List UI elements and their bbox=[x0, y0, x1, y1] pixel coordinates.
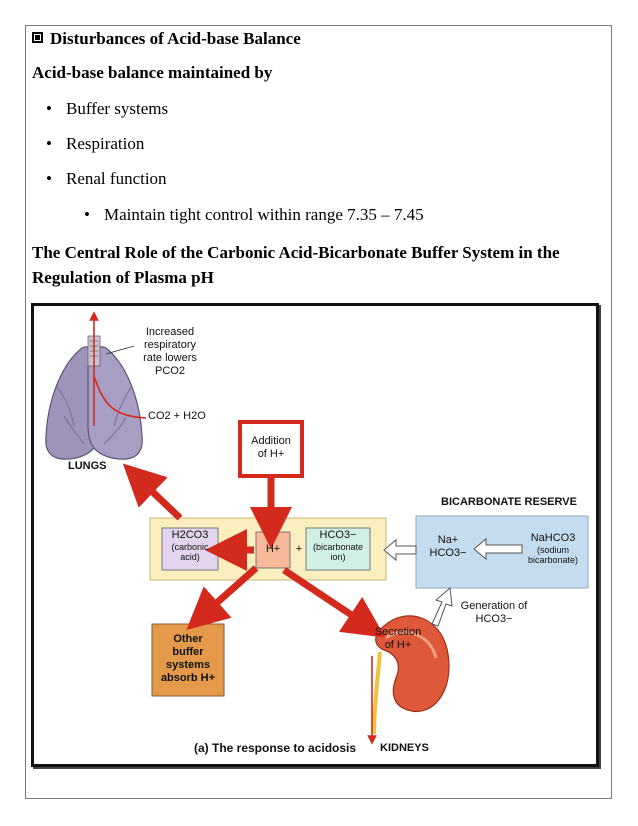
square-bullet-icon bbox=[32, 32, 43, 43]
generation-label: Generation of HCO3− bbox=[460, 600, 528, 625]
section-header: Disturbances of Acid-base Balance bbox=[32, 29, 301, 49]
plus-sign: + bbox=[295, 543, 303, 555]
figure-graphics bbox=[45, 311, 589, 745]
buffer-system-figure: Increased respiratory rate lowers PCO2 C… bbox=[31, 303, 599, 767]
addition-box bbox=[238, 420, 304, 478]
list-item: •Renal function bbox=[46, 169, 167, 188]
kidney-illustration bbox=[367, 615, 450, 745]
page-frame bbox=[25, 25, 612, 799]
co2-h2o-label: CO2 + H2O bbox=[148, 410, 206, 422]
intro-heading: Acid-base balance maintained by bbox=[32, 63, 273, 82]
nahco3-label: NaHCO3 (sodium bicarbonate) bbox=[527, 532, 579, 565]
na-label: Na+ HCO3− bbox=[429, 534, 467, 559]
addition-label: Addition of H+ bbox=[251, 435, 291, 460]
kidneys-label: KIDNEYS bbox=[380, 742, 429, 754]
hplus-label: H+ bbox=[265, 543, 281, 555]
h2co3-label: H2CO3 (carbonic acid) bbox=[171, 529, 209, 562]
secretion-label: Secretion of H+ bbox=[374, 626, 422, 651]
lungs-illustration bbox=[45, 311, 147, 460]
sub-list-item: •Maintain tight control within range 7.3… bbox=[84, 205, 424, 224]
lungs-label: LUNGS bbox=[68, 460, 107, 472]
figure-caption: (a) The response to acidosis bbox=[194, 741, 357, 755]
lungs-note: Increased respiratory rate lowers PCO2 bbox=[143, 326, 197, 377]
list-item: •Respiration bbox=[46, 134, 145, 153]
list-item: •Buffer systems bbox=[46, 99, 169, 118]
hco3-label: HCO3− (bicarbonate ion) bbox=[312, 529, 364, 562]
other-buffer-label: Other buffer systems absorb H+ bbox=[160, 633, 216, 684]
section-title: The Central Role of the Carbonic Acid-Bi… bbox=[32, 243, 560, 287]
reserve-label: BICARBONATE RESERVE bbox=[441, 496, 577, 508]
other-buffer-box bbox=[151, 623, 225, 697]
header-title: Disturbances of Acid-base Balance bbox=[50, 29, 301, 48]
